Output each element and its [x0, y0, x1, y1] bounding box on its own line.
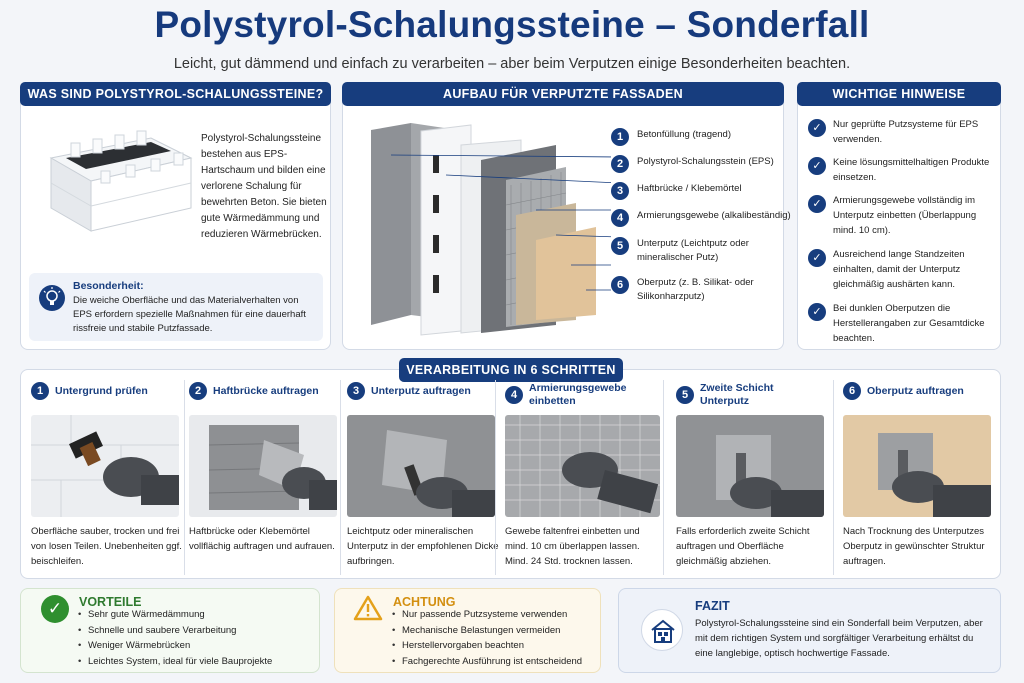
lightbulb-icon — [39, 285, 65, 311]
step-title: Oberputz auftragen — [867, 384, 964, 397]
layer-number: 2 — [611, 155, 629, 173]
check-icon: ✓ — [808, 119, 826, 137]
layer-item-1: 1 Betonfüllung (tragend) — [611, 128, 797, 146]
build-heading: AUFBAU FÜR VERPUTZTE FASSADEN — [342, 82, 784, 106]
pros-item: Weniger Wärmebrücken — [76, 638, 316, 654]
step-photo — [843, 415, 991, 517]
step-number: 4 — [505, 386, 523, 404]
step-text: Haftbrücke oder Klebemörtel vollflächig … — [189, 526, 335, 552]
layer-label: Armierungsgewebe (alkalibeständig) — [637, 210, 791, 221]
layer-number: 5 — [611, 237, 629, 255]
step-text: Oberfläche sauber, trocken und frei von … — [31, 526, 182, 567]
what-text: Polystyrol-Schalungssteine bestehen aus … — [201, 133, 327, 240]
step-photo — [189, 415, 337, 517]
step-photo — [347, 415, 495, 517]
note-item-1: Nur geprüfte Putzsysteme für EPS verwend… — [833, 119, 979, 145]
step-photo — [31, 415, 179, 517]
conclusion-heading: FAZIT — [695, 599, 730, 613]
house-icon — [641, 609, 683, 651]
special-box: Besonderheit: Die weiche Oberfläche und … — [29, 273, 323, 341]
caution-item: Mechanische Belastungen vermeiden — [390, 623, 600, 639]
layer-label: Haftbrücke / Klebemörtel — [637, 183, 742, 194]
pros-heading: VORTEILE — [79, 595, 142, 609]
pros-item: Leichtes System, ideal für viele Bauproj… — [76, 654, 316, 670]
step-1: 1 Untergrund prüfen Oberfläche sauber, tr… — [21, 370, 182, 580]
steps-heading: VERARBEITUNG IN 6 SCHRITTEN — [399, 358, 623, 382]
what-panel: WAS SIND POLYSTYROL-SCHALUNGSSTEINE? Pol… — [20, 82, 331, 350]
notes-panel: WICHTIGE HINWEISE ✓ Nur geprüfte Putzsys… — [797, 82, 1001, 350]
steps-panel: VERARBEITUNG IN 6 SCHRITTEN 1 Untergrund … — [20, 358, 1001, 580]
step-number: 6 — [843, 382, 861, 400]
page-subtitle: Leicht, gut dämmend und einfach zu verar… — [173, 56, 851, 72]
step-title: Haftbrücke auftragen — [213, 384, 319, 397]
step-number: 1 — [31, 382, 49, 400]
pros-panel: ✓ VORTEILE Sehr gute Wärmedämmung Schnel… — [20, 588, 320, 673]
caution-item: Fachgerechte Ausführung ist entscheidend — [390, 654, 600, 670]
note-item-4: Ausreichend lange Standzeiten einhalten,… — [833, 249, 965, 290]
note-item-3: Armierungsgewebe vollständig im Unterput… — [833, 195, 977, 236]
check-icon: ✓ — [808, 157, 826, 175]
step-5: 5 Zweite Schicht Unterputz Falls erforder… — [666, 370, 831, 580]
build-panel: AUFBAU FÜR VERPUTZTE FASSADEN 1 Betonfüll… — [342, 82, 791, 350]
step-2: 2 Haftbrücke auftragen Haftbrücke oder Kl… — [179, 370, 339, 580]
step-title: Unterputz auftragen — [371, 384, 471, 397]
check-circle-icon: ✓ — [41, 595, 69, 623]
warning-icon — [353, 595, 383, 621]
layer-number: 4 — [611, 209, 629, 227]
layer-number: 3 — [611, 182, 629, 200]
note-item-2: Keine lösungsmittelhaltigen Produkte ein… — [833, 157, 990, 183]
layer-label: Polystyrol-Schalungsstein (EPS) — [637, 156, 774, 167]
step-photo — [505, 415, 660, 517]
step-text: Falls erforderlich zweite Schicht auftra… — [676, 526, 810, 567]
notes-heading: WICHTIGE HINWEISE — [797, 82, 1001, 106]
caution-item: Herstellervorgaben beachten — [390, 638, 600, 654]
page-title: Polystyrol-Schalungssteine – Sonderfall — [154, 4, 870, 45]
check-icon: ✓ — [808, 249, 826, 267]
caution-heading: ACHTUNG — [393, 595, 456, 609]
special-title: Besonderheit: — [73, 280, 144, 292]
what-heading: WAS SIND POLYSTYROL-SCHALUNGSSTEINE? — [20, 82, 331, 106]
pros-item: Sehr gute Wärmedämmung — [76, 607, 316, 623]
layer-item-5: 5 Unterputz (Leichtputz oder mineralische… — [611, 237, 797, 265]
step-text: Nach Trocknung des Unterputzes Oberputz … — [843, 526, 985, 567]
conclusion-text: Polystyrol-Schalungssteine sind ein Sond… — [695, 618, 983, 659]
step-3: 3 Unterputz auftragen Leichtputz oder min… — [337, 370, 499, 580]
check-icon: ✓ — [808, 195, 826, 213]
check-icon: ✓ — [808, 303, 826, 321]
step-photo — [676, 415, 824, 517]
layer-number: 1 — [611, 128, 629, 146]
step-number: 3 — [347, 382, 365, 400]
step-text: Leichtputz oder mineralischen Unterputz … — [347, 526, 499, 567]
pros-item: Schnelle und saubere Verarbeitung — [76, 623, 316, 639]
layer-number: 6 — [611, 276, 629, 294]
step-text: Gewebe faltenfrei einbetten und mind. 10… — [505, 526, 640, 567]
step-title: Zweite Schicht Unterputz — [700, 382, 774, 407]
caution-panel: ACHTUNG Nur passende Putzsysteme verwend… — [334, 588, 601, 673]
layer-label: Oberputz (z. B. Silikat- oder Silikonhar… — [637, 277, 754, 302]
caution-item: Nur passende Putzsysteme verwenden — [390, 607, 600, 623]
layer-item-4: 4 Armierungsgewebe (alkalibeständig) — [611, 209, 797, 227]
step-title: Armierungsgewebe einbetten — [529, 382, 627, 407]
wall-layers-illustration — [371, 123, 611, 336]
step-6: 6 Oberputz auftragen Nach Trocknung des U… — [833, 370, 1001, 580]
layer-item-6: 6 Oberputz (z. B. Silikat- oder Silikonha… — [611, 276, 797, 304]
conclusion-panel: FAZIT Polystyrol-Schalungssteine sind ei… — [618, 588, 1001, 673]
step-number: 5 — [676, 386, 694, 404]
step-4: 4 Armierungsgewebe einbetten Gewebe falte… — [495, 370, 665, 580]
layer-item-2: 2 Polystyrol-Schalungsstein (EPS) — [611, 155, 797, 173]
step-number: 2 — [189, 382, 207, 400]
special-text: Die weiche Oberfläche und das Materialve… — [73, 295, 306, 334]
step-title: Untergrund prüfen — [55, 384, 148, 397]
eps-block-illustration — [49, 130, 193, 232]
note-item-5: Bei dunklen Oberputzen die Herstellerang… — [833, 303, 985, 344]
layer-label: Unterputz (Leichtputz oder mineralischer… — [637, 238, 749, 263]
layer-label: Betonfüllung (tragend) — [637, 129, 732, 140]
layer-item-3: 3 Haftbrücke / Klebemörtel — [611, 182, 797, 200]
